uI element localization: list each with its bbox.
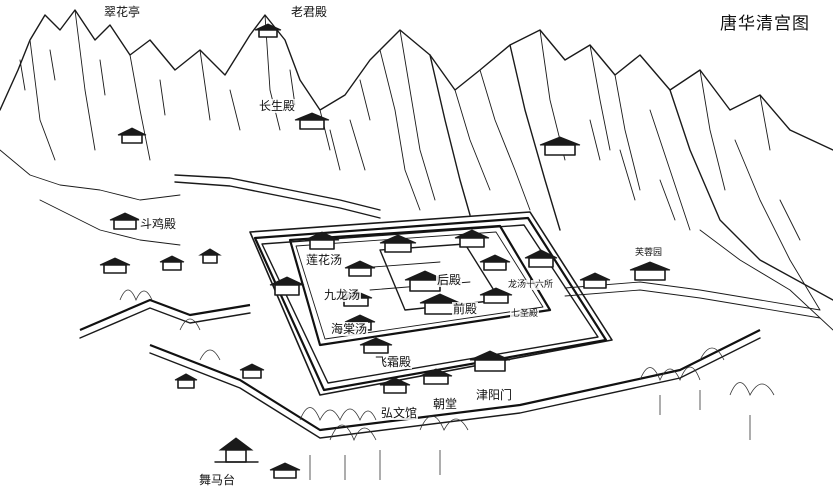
label-douji-dian-text: 斗鸡殿 <box>139 217 178 231</box>
label-lianhua-tang-text: 莲花汤 <box>305 253 344 267</box>
label-wuma-tai-text: 舞马台 <box>198 473 237 487</box>
trees <box>119 289 775 480</box>
label-feishuang-dian-text: 飞霜殿 <box>374 355 413 369</box>
label-cuihua-ting: 翠花亭 <box>103 5 142 19</box>
label-chao-tang-text: 朝堂 <box>432 397 459 411</box>
label-longtang-shiliusuo: 龙汤十六所 <box>507 280 555 290</box>
label-lianhua-tang: 莲花汤 <box>305 253 344 267</box>
label-cuihua-ting-text: 翠花亭 <box>103 5 142 19</box>
label-furong-yuan-text: 芙蓉园 <box>634 248 664 258</box>
label-feishuang-dian: 飞霜殿 <box>374 355 413 369</box>
label-jiulong-tang: 九龙汤 <box>323 288 362 302</box>
label-haitang-tang-text: 海棠汤 <box>330 322 369 336</box>
label-jinyang-men: 津阳门 <box>475 388 514 402</box>
label-qisheng-dian-text: 七圣殿 <box>510 309 540 319</box>
wuma-tai-pavilion <box>214 437 301 479</box>
label-haitang-tang: 海棠汤 <box>330 322 369 336</box>
label-longtang-shiliusuo-text: 龙汤十六所 <box>507 280 555 290</box>
palace-halls <box>174 229 558 394</box>
label-wuma-tai: 舞马台 <box>198 473 237 487</box>
label-douji-dian: 斗鸡殿 <box>139 217 178 231</box>
map-title-text: 唐华清宫图 <box>719 14 811 34</box>
label-changsheng-dian-text: 长生殿 <box>258 99 297 113</box>
label-chao-tang: 朝堂 <box>432 397 459 411</box>
label-qian-dian: 前殿 <box>452 302 479 316</box>
label-hou-dian: 后殿 <box>436 273 463 287</box>
label-changsheng-dian: 长生殿 <box>258 99 297 113</box>
label-laojun-dian-text: 老君殿 <box>290 5 329 19</box>
label-qisheng-dian: 七圣殿 <box>510 309 540 319</box>
label-jiulong-tang-text: 九龙汤 <box>323 288 362 302</box>
label-qian-dian-text: 前殿 <box>452 302 479 316</box>
label-furong-yuan: 芙蓉园 <box>634 248 664 258</box>
label-hongwen-guan-text: 弘文馆 <box>380 406 419 420</box>
mountain-pavilions <box>99 23 581 274</box>
mountain-range <box>0 9 833 331</box>
mountain-walls <box>39 174 381 246</box>
label-laojun-dian: 老君殿 <box>290 5 329 19</box>
map-title: 唐华清宫图 <box>719 14 811 34</box>
palace-outer-wall <box>249 211 613 396</box>
label-hou-dian-text: 后殿 <box>436 273 463 287</box>
label-hongwen-guan: 弘文馆 <box>380 406 419 420</box>
label-jinyang-men-text: 津阳门 <box>475 388 514 402</box>
outer-enclosure <box>79 261 821 439</box>
